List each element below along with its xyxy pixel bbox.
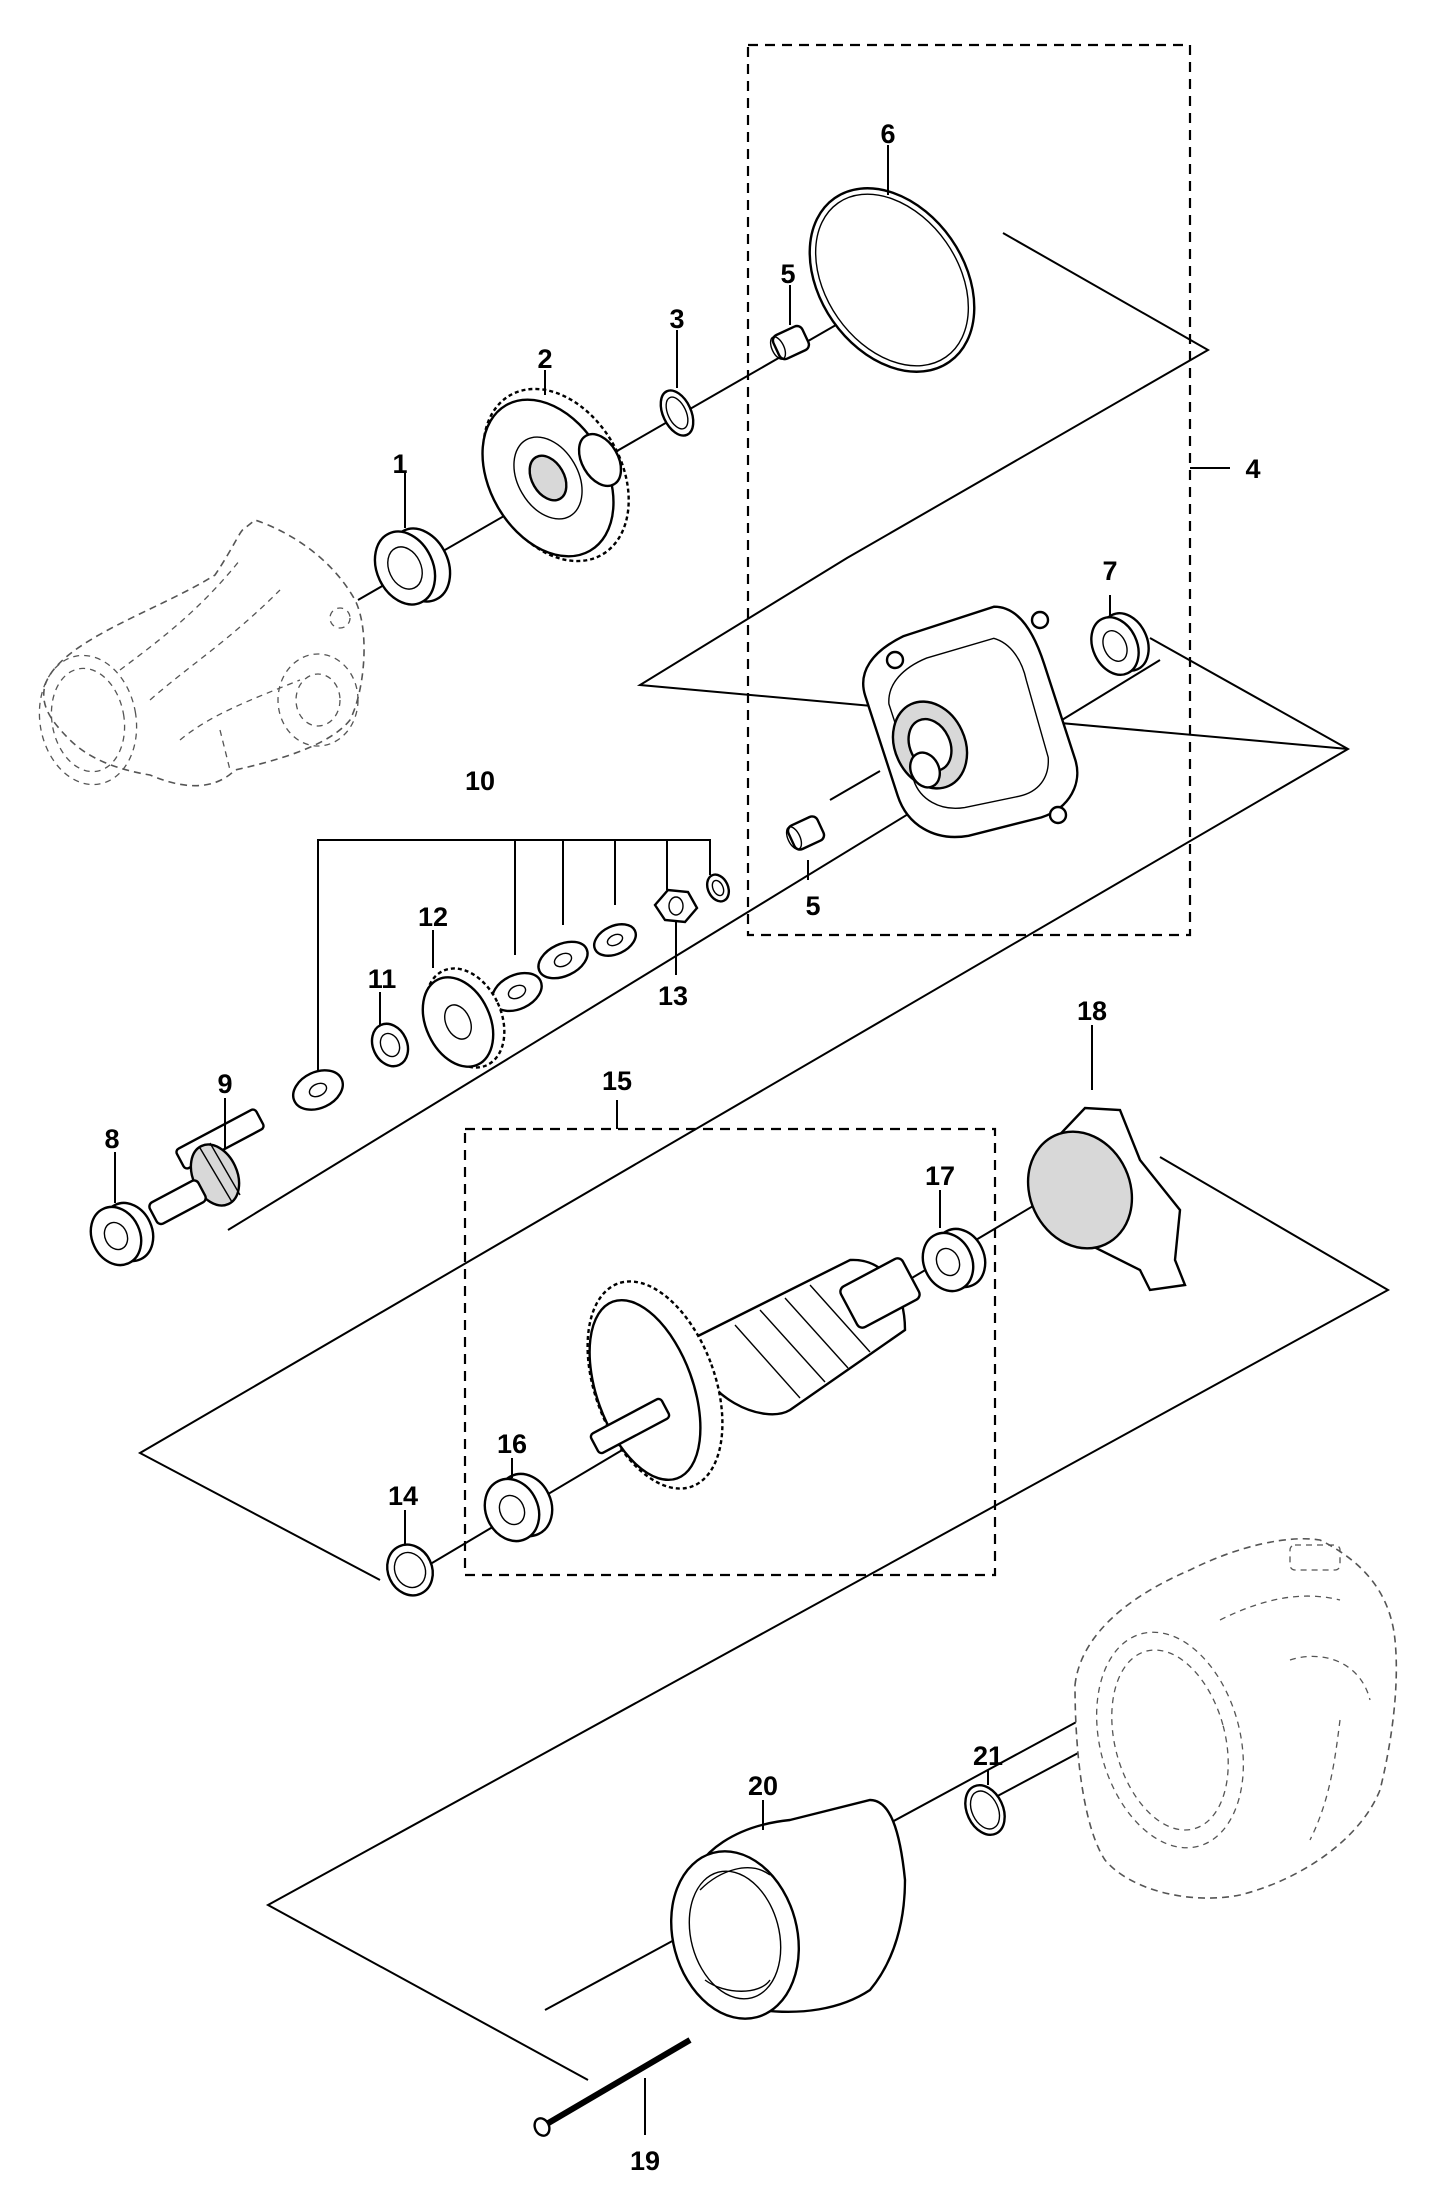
label-2: 2 — [537, 344, 552, 374]
part-7-ball-bearing — [1090, 612, 1150, 676]
part-13-nut — [653, 888, 699, 924]
part-14-ring — [386, 1543, 434, 1597]
axis-line-shaft — [829, 770, 881, 801]
subassembly-box-15 — [463, 1127, 997, 1577]
label-4: 4 — [1245, 454, 1260, 484]
label-5-upper: 5 — [780, 259, 795, 289]
leader-lines — [114, 145, 1230, 2135]
label-5-lower: 5 — [805, 891, 820, 921]
part-5-upper-needle-bearing — [769, 324, 811, 361]
label-15: 15 — [602, 1066, 632, 1096]
subassembly-box-4 — [746, 43, 1192, 937]
part-10-washer-set — [292, 839, 731, 1111]
label-14: 14 — [388, 1481, 418, 1511]
label-13: 13 — [658, 981, 688, 1011]
bearing-plate — [862, 605, 1079, 839]
label-20: 20 — [748, 1771, 778, 1801]
part-1-seal — [373, 527, 452, 606]
callout-labels: 1 2 3 4 5 5 6 7 8 9 10 11 12 13 14 15 16… — [104, 119, 1260, 2176]
armature — [586, 1257, 921, 1490]
part-5-lower-needle-bearing — [785, 815, 826, 851]
part-3-circlip — [659, 389, 695, 437]
part-21-o-ring — [964, 1784, 1006, 1836]
label-21: 21 — [973, 1741, 1003, 1771]
label-9: 9 — [217, 1069, 232, 1099]
label-1: 1 — [392, 449, 407, 479]
part-18-baffle-plate — [1026, 1106, 1187, 1292]
label-18: 18 — [1077, 996, 1107, 1026]
plane-outline-lower — [265, 1156, 1391, 2081]
part-8-bearing — [89, 1201, 155, 1267]
label-17: 17 — [925, 1161, 955, 1191]
motor-housing-ghost — [1074, 1537, 1398, 1899]
plane-outline-middle — [137, 637, 1351, 1581]
part-17-bearing — [921, 1227, 987, 1293]
label-10: 10 — [465, 766, 495, 796]
part-19-screw — [533, 2037, 692, 2137]
part-12-small-gear — [421, 967, 506, 1069]
part-6-o-ring — [808, 187, 976, 373]
label-8: 8 — [104, 1124, 119, 1154]
part-20-stator — [669, 1798, 907, 2020]
label-19: 19 — [630, 2146, 660, 2176]
label-7: 7 — [1102, 556, 1117, 586]
part-2-large-gear — [481, 387, 630, 563]
part-11-spacer — [370, 1022, 410, 1068]
gear-housing-ghost — [38, 519, 365, 787]
label-12: 12 — [418, 902, 448, 932]
label-6: 6 — [880, 119, 895, 149]
label-3: 3 — [669, 304, 684, 334]
axis-line-housing — [989, 1751, 1081, 1801]
part-9-pinion-shaft — [148, 1108, 265, 1226]
label-16: 16 — [497, 1429, 527, 1459]
part-16-bearing — [483, 1472, 554, 1543]
label-11: 11 — [368, 964, 397, 994]
